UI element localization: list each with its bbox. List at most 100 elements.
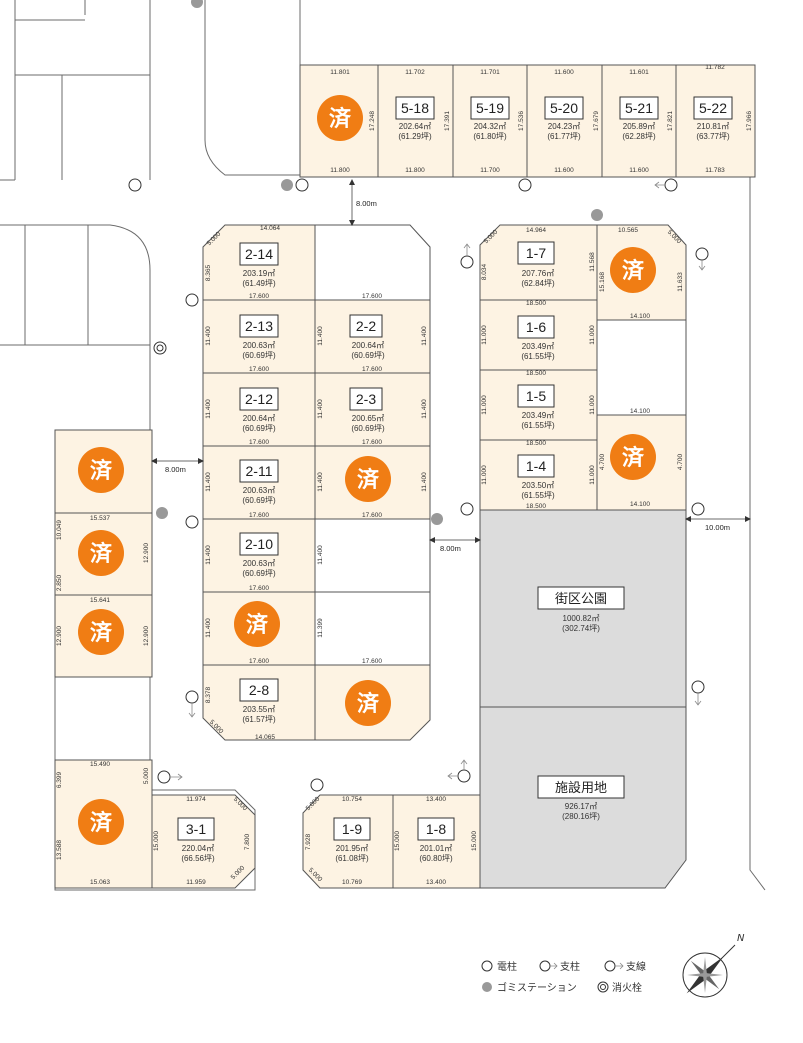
sold-badge: 済 — [610, 247, 656, 293]
svg-text:2-10: 2-10 — [245, 536, 273, 552]
svg-text:2-2: 2-2 — [356, 318, 376, 334]
svg-text:4.700: 4.700 — [599, 453, 606, 470]
legend: 電柱 支柱 支線 ゴミステーション 消火栓 — [481, 960, 646, 994]
svg-text:2-8: 2-8 — [249, 682, 269, 698]
svg-text:204.23㎡: 204.23㎡ — [548, 122, 580, 131]
svg-text:17.821: 17.821 — [667, 111, 674, 131]
svg-text:3-1: 3-1 — [186, 821, 206, 837]
svg-text:11.400: 11.400 — [205, 618, 212, 638]
svg-text:11.000: 11.000 — [589, 395, 596, 415]
sold-badge: 済 — [317, 95, 363, 141]
svg-text:11.782: 11.782 — [705, 64, 725, 71]
svg-text:200.63㎡: 200.63㎡ — [243, 559, 275, 568]
svg-text:支線: 支線 — [626, 960, 646, 973]
svg-text:(62.28坪): (62.28坪) — [622, 132, 656, 141]
svg-text:8.378: 8.378 — [205, 686, 212, 703]
svg-text:11.400: 11.400 — [205, 399, 212, 419]
svg-text:11.400: 11.400 — [205, 545, 212, 565]
svg-text:7.928: 7.928 — [305, 833, 312, 850]
garbage-station-icon — [591, 209, 603, 221]
svg-text:18.500: 18.500 — [526, 370, 546, 377]
svg-text:200.63㎡: 200.63㎡ — [243, 341, 275, 350]
svg-text:済: 済 — [357, 691, 380, 717]
svg-text:11.601: 11.601 — [629, 69, 649, 76]
svg-text:200.63㎡: 200.63㎡ — [243, 486, 275, 495]
svg-text:11.702: 11.702 — [405, 69, 425, 76]
garbage-station-icon — [281, 179, 293, 191]
svg-text:N: N — [737, 933, 745, 944]
svg-text:5.000: 5.000 — [143, 767, 150, 784]
svg-text:1-7: 1-7 — [526, 245, 546, 261]
svg-text:(60.69坪): (60.69坪) — [351, 424, 385, 433]
support-pole-icon — [691, 680, 705, 694]
svg-text:17.600: 17.600 — [362, 439, 382, 446]
svg-text:(60.69坪): (60.69坪) — [242, 496, 276, 505]
utility-markers — [128, 0, 709, 792]
guy-wire-icon — [157, 770, 171, 784]
svg-text:5-21: 5-21 — [625, 100, 653, 116]
svg-text:1-8: 1-8 — [426, 821, 446, 837]
svg-text:10.049: 10.049 — [56, 520, 63, 540]
svg-text:18.500: 18.500 — [526, 440, 546, 447]
svg-text:済: 済 — [622, 258, 645, 284]
svg-text:11.400: 11.400 — [317, 545, 324, 565]
svg-text:17.248: 17.248 — [369, 111, 376, 131]
svg-text:6.399: 6.399 — [56, 771, 63, 788]
svg-text:13.400: 13.400 — [426, 879, 446, 886]
svg-text:11.974: 11.974 — [186, 796, 206, 803]
svg-text:(61.77坪): (61.77坪) — [547, 132, 581, 141]
svg-text:11.783: 11.783 — [705, 167, 725, 174]
svg-text:済: 済 — [90, 458, 113, 484]
svg-text:済: 済 — [357, 467, 380, 493]
svg-text:電柱: 電柱 — [497, 960, 517, 973]
svg-text:消火栓: 消火栓 — [612, 981, 642, 994]
svg-text:2-12: 2-12 — [245, 391, 273, 407]
svg-text:10.754: 10.754 — [342, 796, 362, 803]
support-pole-icon — [695, 247, 709, 261]
guy-wire-icon — [457, 769, 471, 783]
svg-text:15.641: 15.641 — [90, 597, 110, 604]
svg-text:11.000: 11.000 — [481, 465, 488, 485]
svg-text:5-19: 5-19 — [476, 100, 504, 116]
svg-text:11.000: 11.000 — [589, 465, 596, 485]
sold-badge: 済 — [78, 609, 124, 655]
utility-pole-icon — [310, 778, 324, 792]
sold-badge: 済 — [78, 447, 124, 493]
svg-text:201.95㎡: 201.95㎡ — [336, 844, 368, 853]
svg-text:17.679: 17.679 — [593, 111, 600, 131]
svg-text:12.900: 12.900 — [143, 626, 150, 646]
svg-text:(61.29坪): (61.29坪) — [398, 132, 432, 141]
svg-text:11.000: 11.000 — [589, 325, 596, 345]
svg-text:18.500: 18.500 — [526, 300, 546, 307]
lot-2-10[interactable]: 2-10 200.63㎡(60.69坪) — [239, 532, 279, 578]
svg-text:17.600: 17.600 — [249, 512, 269, 519]
svg-text:(60.69坪): (60.69坪) — [242, 569, 276, 578]
utility-pole-icon — [460, 502, 474, 516]
svg-text:203.49㎡: 203.49㎡ — [522, 342, 554, 351]
sold-markers: 済 済 済 済 済 済 済 済 済 済 — [78, 95, 656, 845]
svg-text:17.600: 17.600 — [249, 658, 269, 665]
svg-text:済: 済 — [329, 106, 352, 132]
svg-text:13.400: 13.400 — [426, 796, 446, 803]
svg-text:17.600: 17.600 — [249, 293, 269, 300]
svg-text:14.064: 14.064 — [260, 225, 280, 232]
